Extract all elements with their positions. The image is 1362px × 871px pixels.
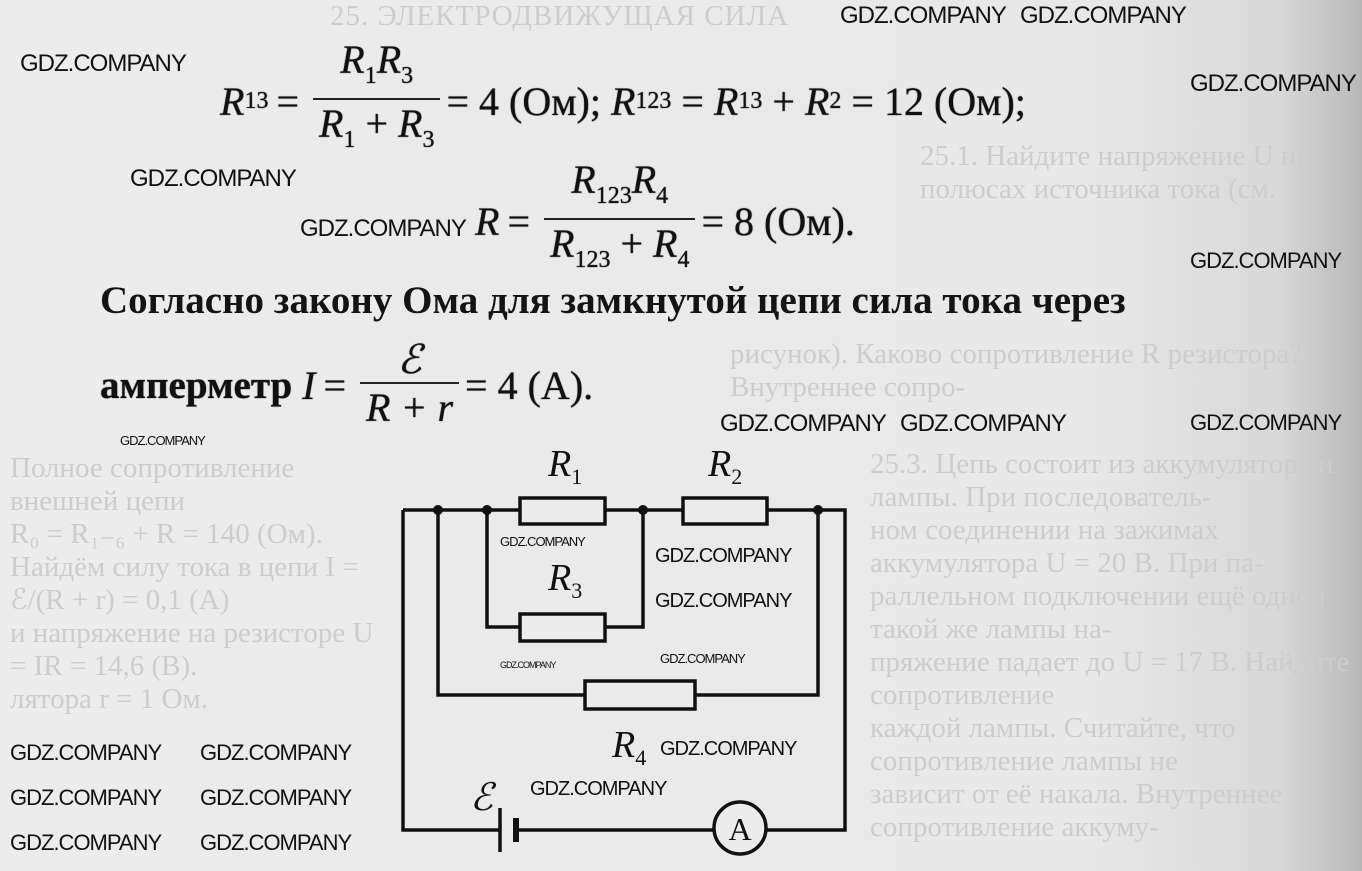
watermark: GDZ.COMPANY [200, 740, 352, 765]
watermark: GDZ.COMPANY [655, 545, 792, 567]
resistor-r4 [583, 679, 697, 711]
ghost-line: 25.3. Цепь состоит из аккумулятора и лам… [870, 448, 1334, 513]
watermark: GDZ.COMPANY [840, 2, 1007, 29]
fraction: ℰ R + r [360, 338, 460, 432]
ghost-line: Полное сопротивление внешней цепи [10, 452, 295, 517]
watermark: GDZ.COMPANY [530, 778, 667, 800]
watermark: GDZ.COMPANY [1020, 2, 1187, 29]
ammeter-label: A [728, 811, 751, 847]
junction-node [813, 505, 823, 515]
ghost-column-right: 25.3. Цепь состоит из аккумулятора и лам… [870, 448, 1352, 844]
ghost-line: ном соединении на зажимах аккумулятора U… [870, 514, 1264, 579]
watermark: GDZ.COMPANY [900, 410, 1067, 437]
watermark: GDZ.COMPANY [1190, 70, 1357, 97]
watermark: GDZ.COMPANY [300, 215, 467, 242]
label-r1: R1 [547, 443, 582, 489]
ghost-line: пряжение падает до U = 17 В. Найдите соп… [870, 646, 1350, 711]
ghost-line: рисунок). Каково сопротивление R резисто… [730, 338, 1303, 403]
resistor-r1 [518, 496, 607, 526]
watermark: GDZ.COMPANY [10, 830, 162, 855]
ghost-line: каждой лампы. Считайте, что сопротивлени… [870, 712, 1236, 777]
label-r3: R3 [547, 557, 582, 603]
fraction: R123R4 R123 + R4 [544, 158, 696, 284]
ghost-line: зависит от её накала. Внутреннее сопроти… [870, 778, 1283, 843]
fraction: R1R3 R1 + R3 [313, 38, 441, 164]
ghost-line: и напряжение на резисторе U = IR = 14,6 … [10, 617, 374, 682]
ohm-law-sentence: Согласно закону Ома для замкнутой цепи с… [100, 279, 1126, 322]
watermark: GDZ.COMPANY [200, 830, 352, 855]
junction-node [638, 505, 648, 515]
ammeter [712, 800, 768, 856]
ghost-column-left: Полное сопротивление внешней цепи R₀ = R… [10, 452, 390, 716]
watermark: GDZ.COMPANY [10, 740, 162, 765]
watermark: GDZ.COMPANY [200, 785, 352, 810]
watermark: GDZ.COMPANY [500, 660, 556, 670]
watermark: GDZ.COMPANY [130, 165, 297, 192]
watermark: GDZ.COMPANY [500, 534, 586, 549]
watermark: GDZ.COMPANY [20, 50, 187, 77]
ghost-line: раллельном подключении ещё одной такой ж… [870, 580, 1326, 645]
junction-node [482, 505, 492, 515]
watermark: GDZ.COMPANY [660, 651, 746, 666]
watermark: GDZ.COMPANY [660, 738, 797, 760]
ghost-line: 25.1. Найдите напряжение U на полюсах ис… [920, 140, 1310, 205]
label-r4: R4 [611, 724, 646, 770]
watermark: GDZ.COMPANY [1190, 248, 1342, 273]
watermark: GDZ.COMPANY [1190, 410, 1342, 435]
watermark: GDZ.COMPANY [10, 785, 162, 810]
formula-current: амперметр I = ℰ R + r = 4 (А). [100, 337, 594, 432]
ghost-line: 25. ЭЛЕКТРОДВИЖУЩАЯ СИЛА [330, 0, 790, 32]
formula-r-total: R = R123R4 R123 + R4 = 8 (Ом). [475, 158, 855, 284]
ghost-line: R₀ = R₁₋₆ + R = 140 (Ом). [10, 518, 323, 550]
resistor-r3 [518, 612, 607, 643]
watermark: GDZ.COMPANY [120, 433, 206, 448]
junction-node [433, 505, 443, 515]
ghost-line: лятора r = 1 Ом. [10, 683, 209, 715]
watermark: GDZ.COMPANY [720, 410, 887, 437]
label-emf: ℰ [470, 777, 497, 819]
ghost-line: Найдём силу тока в цепи I = ℰ/(R + r) = … [10, 551, 359, 616]
resistor-r2 [681, 496, 769, 526]
watermark: GDZ.COMPANY [655, 590, 792, 612]
label-r2: R2 [707, 443, 742, 489]
